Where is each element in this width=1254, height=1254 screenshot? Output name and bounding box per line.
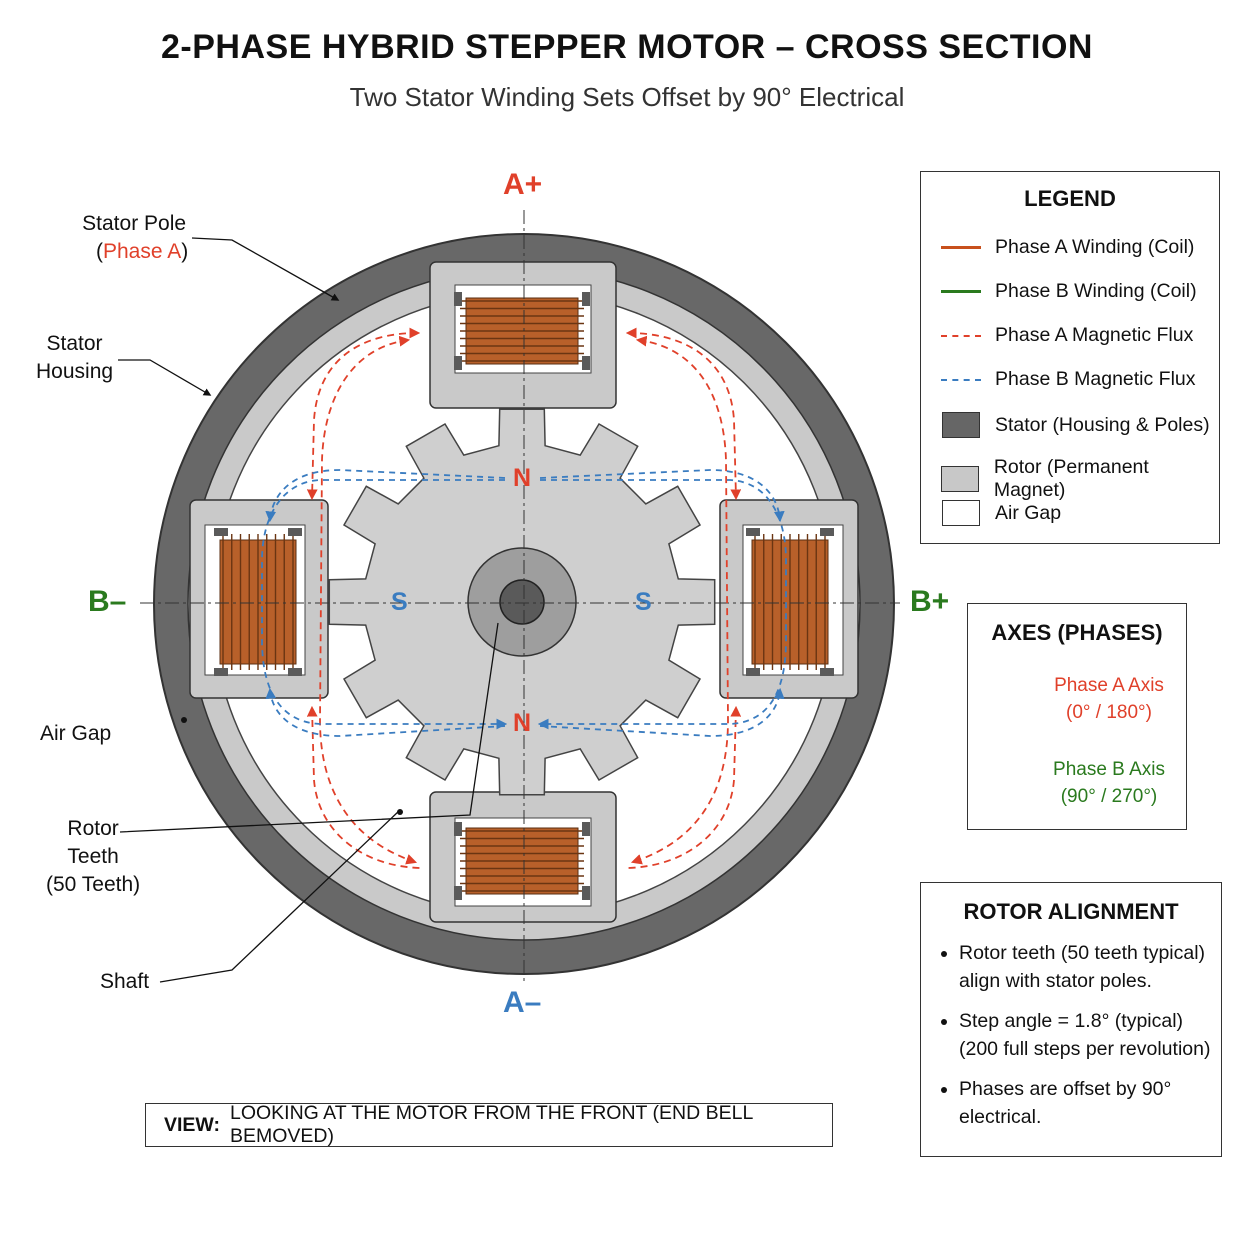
callout-stator-pole-line2: (Phase A) bbox=[80, 238, 188, 266]
view-text: LOOKING AT THE MOTOR FROM THE FRONT (END… bbox=[229, 1102, 753, 1147]
legend-item-label: Phase B Winding (Coil) bbox=[995, 280, 1197, 302]
phase-b-flux bbox=[261, 469, 787, 737]
phase-a-flux bbox=[306, 327, 742, 869]
legend-title: LEGEND bbox=[1024, 186, 1116, 211]
page-title: 2-PHASE HYBRID STEPPER MOTOR – CROSS SEC… bbox=[161, 28, 1093, 66]
phase-a-axis-label-1: Phase A Axis bbox=[1054, 675, 1164, 696]
air-gap-dot bbox=[181, 717, 187, 723]
phase-a-axis-label: Phase A Axis (0° / 180°) bbox=[1038, 672, 1180, 726]
callout-rotor-teeth: Rotor Teeth (50 Teeth) bbox=[46, 815, 140, 899]
coil-top bbox=[454, 292, 590, 370]
coil-bottom bbox=[454, 822, 590, 900]
callout-shaft: Shaft bbox=[100, 970, 150, 993]
alignment-item: Rotor teeth (50 teeth typical) align wit… bbox=[959, 939, 1211, 995]
rotor-north-bottom: N bbox=[513, 709, 532, 737]
rotor-alignment-list: Rotor teeth (50 teeth typical) align wit… bbox=[921, 939, 1221, 1131]
rotor-north-top: N bbox=[513, 464, 532, 492]
rotor-teeth-dot bbox=[397, 809, 403, 815]
legend-box: LEGEND Phase A Winding (Coil) Phase B Win… bbox=[920, 171, 1220, 544]
phase-b-axis-label: Phase B Axis (90° / 270°) bbox=[1038, 756, 1180, 810]
legend-item-label: Phase B Magnetic Flux bbox=[995, 368, 1196, 390]
callout-paren-close: ) bbox=[181, 240, 189, 263]
pole-label-a-minus: A– bbox=[503, 986, 542, 1019]
legend-item: Rotor (Permanent Magnet) bbox=[941, 456, 1219, 502]
shaft bbox=[499, 579, 545, 625]
axes-box: AXES (PHASES) Phase A Axis (0° / 180°) P… bbox=[967, 603, 1187, 830]
swatch-icon bbox=[941, 412, 981, 438]
swatch-icon bbox=[941, 466, 980, 492]
rotor-alignment-box: ROTOR ALIGNMENT Rotor teeth (50 teeth ty… bbox=[920, 882, 1222, 1157]
callout-paren-open: ( bbox=[96, 240, 103, 263]
dashed-line-icon bbox=[941, 334, 981, 337]
alignment-item: Phases are offset by 90° electrical. bbox=[959, 1075, 1211, 1131]
solid-line-icon bbox=[941, 290, 981, 293]
callout-stator-housing: Stator Housing bbox=[36, 330, 113, 386]
pole-label-a-plus: A+ bbox=[503, 168, 543, 201]
legend-item-label: Rotor (Permanent Magnet) bbox=[993, 456, 1149, 501]
callout-leaders bbox=[118, 237, 499, 983]
legend-item: Phase B Winding (Coil) bbox=[941, 280, 1197, 303]
callout-stator-housing-line1: Stator bbox=[46, 332, 103, 355]
callout-rotor-teeth-line2: Teeth bbox=[67, 845, 119, 868]
phase-a-axis-label-2: (0° / 180°) bbox=[1066, 702, 1152, 723]
pole-label-b-minus: B– bbox=[88, 585, 127, 618]
callout-rotor-teeth-line1: Rotor bbox=[67, 817, 119, 840]
solid-line-icon bbox=[941, 246, 981, 249]
coil-left bbox=[214, 528, 302, 676]
callout-air-gap: Air Gap bbox=[40, 722, 112, 745]
legend-item-label: Air Gap bbox=[995, 501, 1062, 524]
phase-b-axis-label-1: Phase B Axis bbox=[1053, 759, 1165, 780]
legend-item: Phase B Magnetic Flux bbox=[941, 368, 1196, 391]
legend-item: Phase A Winding (Coil) bbox=[941, 236, 1194, 259]
legend-item-label: Stator (Housing & Poles) bbox=[995, 413, 1210, 436]
rotor-south-left: S bbox=[391, 588, 408, 616]
legend-item: Air Gap bbox=[941, 500, 1061, 526]
callout-stator-pole-phase: Phase A bbox=[103, 240, 182, 263]
rotor-alignment-title: ROTOR ALIGNMENT bbox=[963, 899, 1179, 924]
alignment-item: Step angle = 1.8° (typical) (200 full st… bbox=[959, 1007, 1211, 1063]
legend-item: Phase A Magnetic Flux bbox=[941, 324, 1193, 347]
rotor-south-right: S bbox=[635, 588, 652, 616]
legend-item-label: Phase A Magnetic Flux bbox=[995, 324, 1194, 346]
swatch-icon bbox=[941, 500, 981, 526]
callout-stator-pole-line1: Stator Pole bbox=[82, 212, 187, 235]
view-label: VIEW: bbox=[164, 1113, 220, 1136]
phase-b-axis-label-2: (90° / 270°) bbox=[1060, 786, 1158, 807]
legend-item: Stator (Housing & Poles) bbox=[941, 412, 1210, 438]
callout-stator-housing-line2: Housing bbox=[36, 360, 114, 383]
dashed-line-icon bbox=[941, 378, 981, 381]
legend-item-label: Phase A Winding (Coil) bbox=[995, 236, 1195, 258]
callout-rotor-teeth-line3: (50 Teeth) bbox=[46, 873, 141, 896]
coil-right bbox=[746, 528, 834, 676]
pole-label-b-plus: B+ bbox=[910, 585, 950, 618]
callout-stator-pole: Stator Pole (Phase A) bbox=[80, 210, 188, 266]
axes-title: AXES (PHASES) bbox=[991, 620, 1163, 645]
page-subtitle: Two Stator Winding Sets Offset by 90° El… bbox=[349, 82, 905, 112]
view-note: VIEW: LOOKING AT THE MOTOR FROM THE FRON… bbox=[145, 1102, 833, 1147]
